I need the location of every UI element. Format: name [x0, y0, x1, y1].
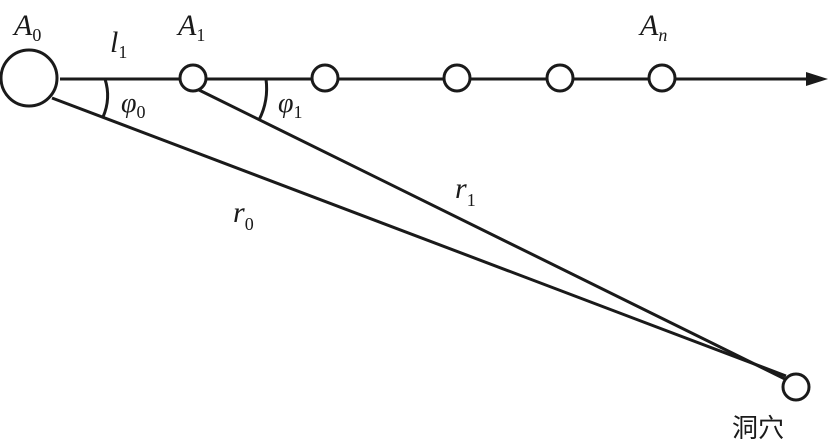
node-an [647, 63, 677, 93]
label-an: An [638, 9, 667, 45]
label-r0: r0 [233, 196, 254, 234]
angle-arc-phi0 [101, 78, 110, 118]
label-phi0: φ0 [121, 88, 146, 122]
label-l1: l1 [110, 26, 127, 62]
node-a3 [442, 63, 472, 93]
axis-arrowhead [806, 72, 828, 86]
label-phi1: φ1 [278, 88, 303, 122]
node-cave [781, 372, 811, 402]
node-a0 [0, 48, 59, 108]
angle-arc-phi1 [257, 78, 269, 121]
node-a4 [545, 63, 575, 93]
label-r1: r1 [455, 172, 476, 210]
line-r0 [51, 96, 787, 378]
node-a1 [178, 63, 208, 93]
label-cave: 洞穴 [732, 414, 784, 444]
label-a0: A0 [12, 9, 41, 45]
line-r1 [198, 88, 788, 382]
label-a1: A1 [176, 9, 205, 45]
node-a2 [310, 63, 340, 93]
